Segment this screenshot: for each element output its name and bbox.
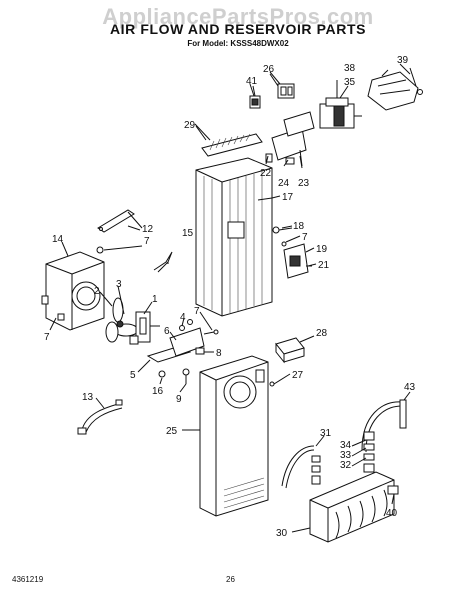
leader-lines [49, 63, 411, 533]
callout-31: 31 [320, 428, 332, 439]
callout-labels: 39 38 35 26 41 29 22 24 23 17 18 7 19 21… [44, 55, 416, 539]
callout-16: 16 [152, 386, 164, 397]
fan-blade-part [105, 297, 139, 343]
callout-21: 21 [318, 260, 330, 271]
callout-9: 9 [176, 394, 182, 405]
callout-39: 39 [397, 55, 409, 66]
callout-7-mount: 7 [194, 306, 200, 317]
callout-32: 32 [340, 460, 352, 471]
block-part [275, 337, 305, 364]
callout-33: 33 [340, 450, 352, 461]
bracket-part [367, 67, 423, 111]
callout-4: 4 [180, 312, 186, 323]
fan-motor-part [129, 311, 160, 345]
callout-13: 13 [82, 392, 94, 403]
callout-30: 30 [276, 528, 288, 539]
fan-shroud-part [41, 251, 105, 331]
callout-19: 19 [316, 244, 328, 255]
callout-7-duct: 7 [302, 232, 308, 243]
callout-3: 3 [116, 279, 122, 290]
callout-12: 12 [142, 224, 154, 235]
control-bracket-part [265, 111, 315, 167]
callout-17: 17 [282, 192, 294, 203]
tubing-part [281, 399, 407, 489]
callout-18: 18 [293, 221, 305, 232]
model-subtitle: For Model: KSSS48DWX02 [187, 39, 289, 48]
callout-28: 28 [316, 328, 328, 339]
motor-part [319, 80, 362, 129]
callout-2: 2 [94, 286, 100, 297]
reservoir-part [309, 471, 399, 543]
callout-22: 22 [260, 168, 272, 179]
callout-6: 6 [164, 326, 170, 337]
callout-15: 15 [182, 228, 194, 239]
motor-mount-part [146, 319, 219, 384]
callout-7-shroud: 7 [44, 332, 50, 343]
callout-5: 5 [130, 370, 136, 381]
air-duct-part [195, 157, 273, 317]
callout-41: 41 [246, 76, 258, 87]
document-number: 4361219 [12, 575, 44, 584]
callout-43: 43 [404, 382, 416, 393]
callout-23: 23 [298, 178, 310, 189]
callout-29: 29 [184, 120, 196, 131]
callout-34: 34 [340, 440, 352, 451]
callout-38: 38 [344, 63, 356, 74]
page-number: 26 [226, 575, 235, 584]
callout-27: 27 [292, 370, 304, 381]
cover-panel-part [199, 355, 275, 517]
wire-harness-part [77, 399, 123, 435]
callout-26: 26 [263, 64, 275, 75]
diagram-title: AIR FLOW AND RESERVOIR PARTS [109, 21, 367, 37]
callout-8: 8 [216, 348, 222, 359]
callout-25: 25 [166, 426, 178, 437]
callout-1: 1 [152, 294, 158, 305]
damper-part [272, 226, 312, 279]
callout-35: 35 [344, 77, 356, 88]
callout-7-strap: 7 [144, 236, 150, 247]
callout-24: 24 [278, 178, 290, 189]
grille-part [194, 123, 263, 157]
clip-part [153, 251, 173, 273]
callout-40: 40 [386, 508, 398, 519]
callout-14: 14 [52, 234, 64, 245]
strap-part [96, 209, 143, 254]
watermark: AppliancePartsPros.com [102, 4, 374, 29]
connector-part [269, 71, 295, 99]
